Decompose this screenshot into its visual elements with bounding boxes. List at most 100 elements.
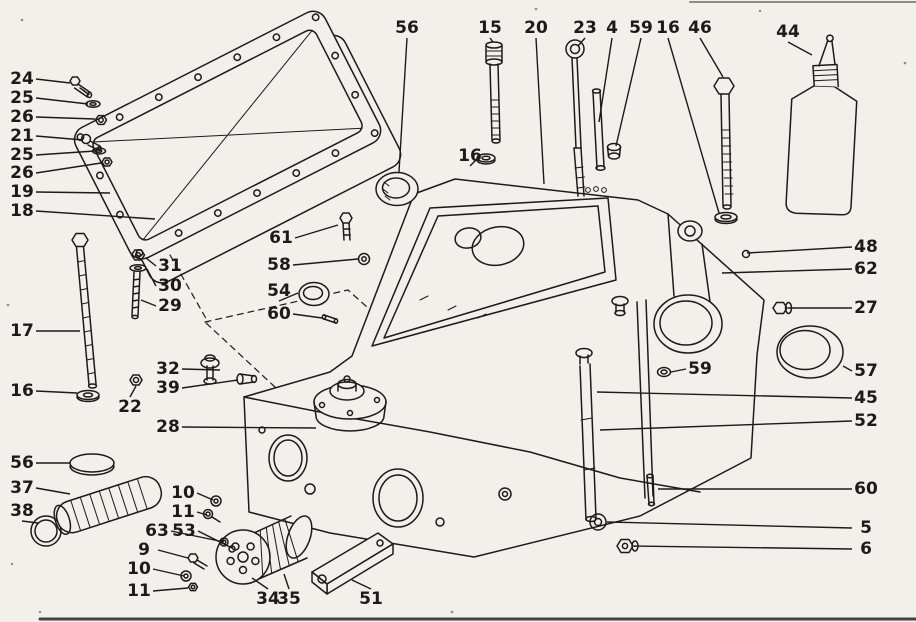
- leader-line: [633, 545, 853, 550]
- oil-bottle-drawing: [785, 34, 858, 216]
- breather-and-plugs-drawing: [129, 171, 419, 386]
- leader-line: [146, 268, 157, 287]
- part-number-label: 16: [656, 18, 680, 38]
- leader-line: [35, 150, 96, 156]
- leader-line: [35, 135, 84, 141]
- leader-line: [577, 37, 586, 47]
- part-number-label: 16: [10, 381, 34, 401]
- leader-line: [152, 568, 185, 577]
- leader-line: [196, 492, 214, 501]
- part-number-label: 15: [478, 18, 502, 38]
- leader-line: [181, 426, 317, 429]
- leader-line: [129, 385, 137, 398]
- cover-fasteners-drawing: [69, 76, 113, 167]
- leader-line: [181, 368, 221, 371]
- part-number-label: 37: [10, 478, 34, 498]
- part-number-label: 27: [854, 298, 878, 318]
- leader-line: [157, 549, 189, 559]
- right-caps-drawing: [575, 299, 844, 554]
- long-bolt-drawing: [71, 232, 100, 403]
- leader-line: [152, 587, 189, 592]
- part-number-label: 38: [10, 501, 34, 521]
- part-number-label: 59: [688, 359, 712, 379]
- part-number-label: 31: [158, 256, 182, 276]
- leader-line: [746, 246, 853, 254]
- top-bolt-drawing: [476, 41, 503, 165]
- leader-line: [21, 520, 39, 524]
- leader-line: [35, 116, 96, 120]
- part-number-label: 39: [156, 378, 180, 398]
- part-number-label: 6: [860, 539, 872, 559]
- leader-line: [35, 390, 78, 394]
- part-number-label: 53: [172, 521, 196, 541]
- leader-line: [181, 379, 239, 389]
- leader-line: [667, 37, 720, 214]
- leader-line: [699, 37, 724, 78]
- leader-line: [283, 573, 290, 590]
- leader-line: [842, 365, 853, 372]
- leader-line: [292, 258, 359, 266]
- part-number-label: 52: [854, 411, 878, 431]
- leader-line: [35, 210, 156, 220]
- part-number-label: 22: [118, 397, 142, 417]
- leader-line: [140, 299, 157, 307]
- part-number-label: 48: [854, 237, 878, 257]
- scan-edge: [38, 1, 916, 621]
- part-number-label: 34: [256, 589, 280, 609]
- stud-and-nut-drawing: [129, 249, 147, 320]
- part-number-label: 30: [158, 276, 182, 296]
- side-bolt-drawing: [713, 77, 738, 225]
- part-number-label: 20: [524, 18, 548, 38]
- leader-line: [599, 420, 853, 431]
- part-number-label: 16: [458, 146, 482, 166]
- part-number-label: 59: [629, 18, 653, 38]
- part-number-label: 5: [860, 518, 872, 538]
- part-number-label: 61: [269, 228, 293, 248]
- part-number-label: 4: [606, 18, 618, 38]
- part-number-label: 24: [10, 69, 34, 89]
- part-number-label: 11: [127, 581, 151, 601]
- part-number-label: 10: [171, 483, 195, 503]
- part-number-label: 26: [10, 163, 34, 183]
- part-number-label: 26: [10, 107, 34, 127]
- leader-line: [351, 579, 372, 590]
- leader-line: [251, 577, 269, 590]
- leader-line: [596, 391, 853, 399]
- leader-line: [278, 292, 299, 302]
- casting-mark: [585, 186, 607, 193]
- part-number-label: 9: [138, 540, 150, 560]
- leader-line: [598, 37, 613, 123]
- callout-layer: 2425262125261918171656373831302932392228…: [10, 18, 878, 609]
- part-number-label: 25: [10, 145, 34, 165]
- part-number-label: 63: [145, 521, 169, 541]
- inspection-cover-drawing: [73, 10, 382, 260]
- turret-cover-drawing: [313, 375, 387, 432]
- part-number-label: 19: [10, 182, 34, 202]
- part-number-label: 62: [854, 259, 878, 279]
- part-number-label: 57: [854, 361, 878, 381]
- dipstick-drawing: [565, 39, 622, 197]
- part-number-label: 35: [277, 589, 301, 609]
- leader-line: [398, 37, 408, 173]
- parts-drawing: [30, 1, 916, 621]
- part-number-label: 56: [395, 18, 419, 38]
- part-number-label: 21: [10, 126, 34, 146]
- leader-line: [615, 37, 642, 147]
- leader-line: [145, 257, 157, 267]
- leader-line: [35, 78, 71, 84]
- leader-line: [670, 368, 687, 373]
- leader-line: [721, 268, 853, 274]
- bracket-drawing: [311, 532, 394, 595]
- leader-line: [489, 37, 494, 43]
- part-number-label: 54: [267, 281, 291, 301]
- leader-line: [469, 157, 479, 167]
- part-number-label: 25: [10, 88, 34, 108]
- part-number-label: 11: [171, 502, 195, 522]
- leader-line: [35, 191, 111, 194]
- part-number-label: 46: [688, 18, 712, 38]
- part-number-label: 18: [10, 201, 34, 221]
- leader-line: [197, 530, 233, 549]
- housing-drawing: [243, 178, 765, 558]
